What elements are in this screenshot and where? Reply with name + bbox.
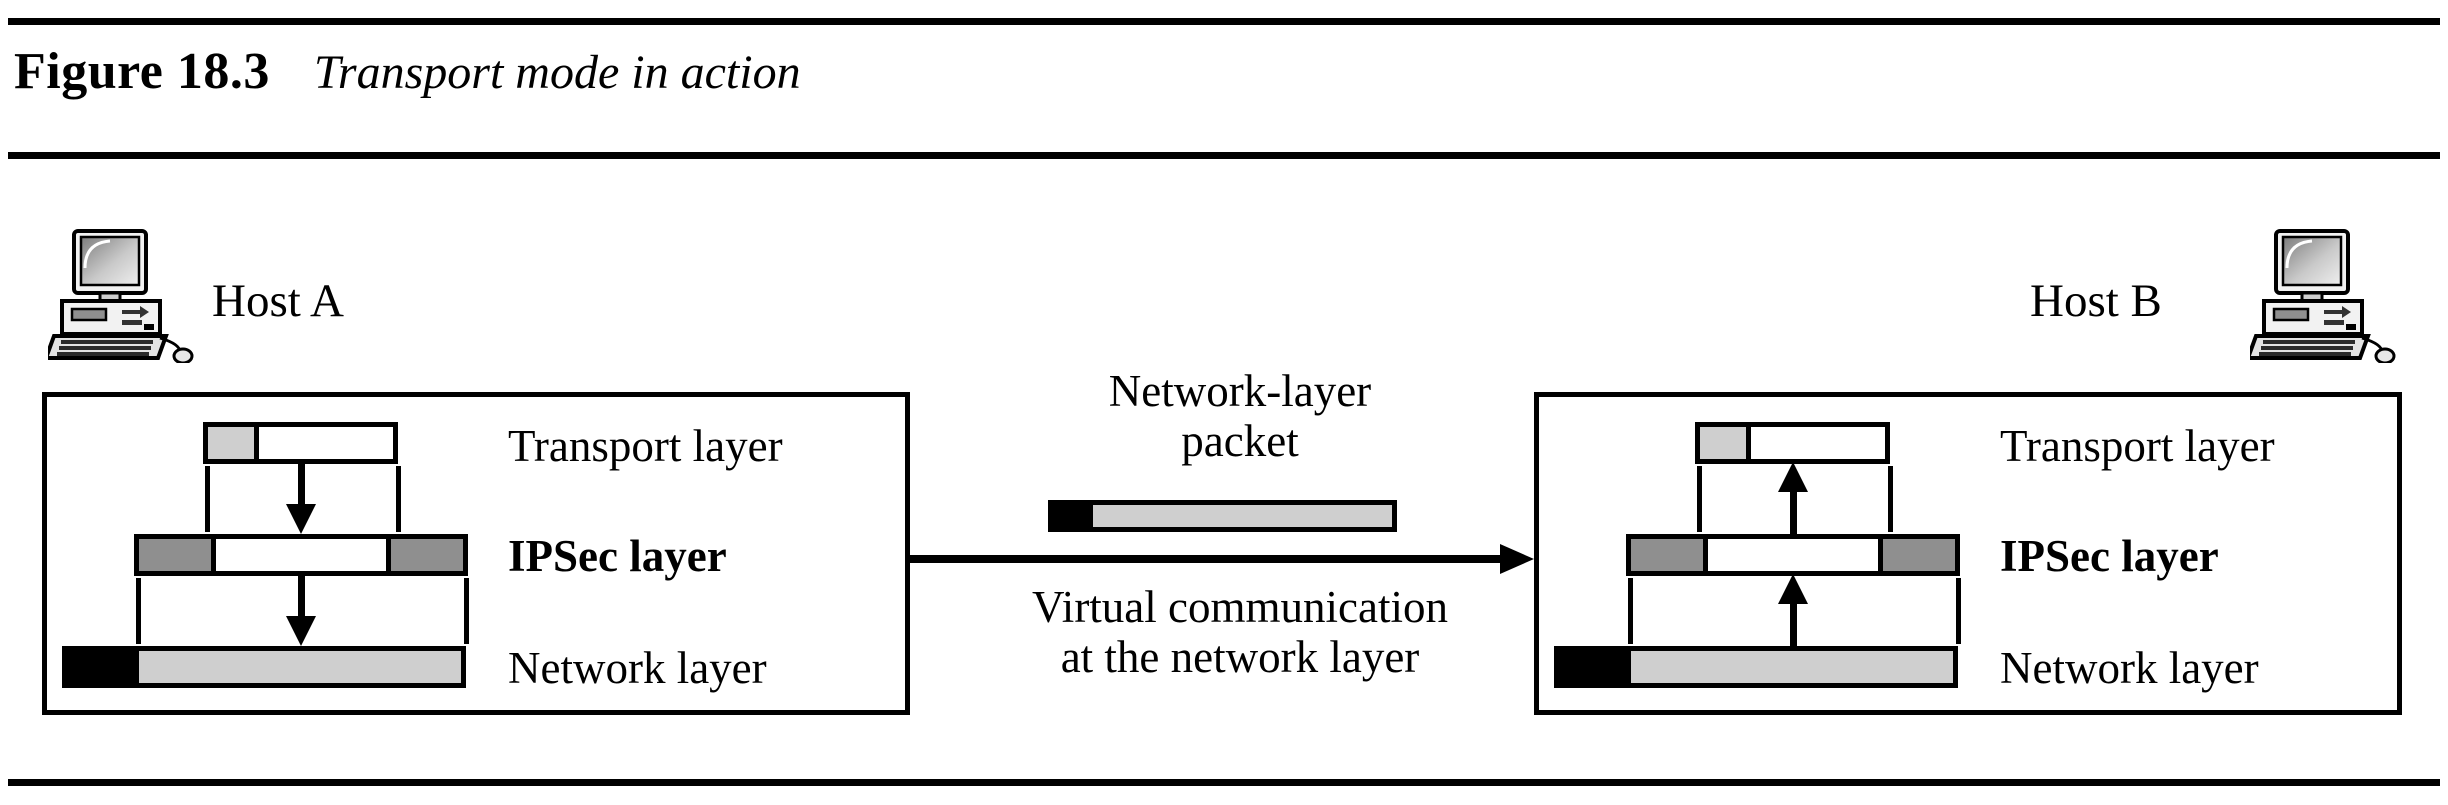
- virtual-communication-arrow-icon: [908, 544, 1534, 574]
- host-a-network-packet: [62, 646, 466, 688]
- network-payload-segment: [139, 651, 461, 683]
- host-a-tick-transport-right: [396, 466, 401, 532]
- host-b-label: Host B: [2030, 275, 2162, 327]
- transport-header-segment: [208, 427, 259, 459]
- host-b-arrow-network-to-ipsec: [1778, 574, 1808, 646]
- transport-payload-segment: [259, 427, 393, 459]
- network-ip-header-segment: [67, 651, 139, 683]
- top-rule: [8, 18, 2440, 25]
- host-b-tick-transport-right: [1888, 466, 1893, 532]
- ipsec-header-segment: [1631, 539, 1708, 571]
- host-b-arrow-ipsec-to-transport: [1778, 462, 1808, 534]
- host-b-tick-ipsec-right: [1956, 578, 1961, 644]
- network-layer-packet-caption-line2: packet: [1181, 416, 1299, 467]
- network-payload-segment: [1631, 651, 1953, 683]
- host-a-transport-packet: [203, 422, 398, 464]
- caption-underline-rule: [8, 152, 2440, 159]
- host-a-layer-label-ipsec: IPSec layer: [508, 531, 727, 581]
- host-b-network-packet: [1554, 646, 1958, 688]
- host-b-tick-transport-left: [1697, 466, 1702, 532]
- host-b-layer-label-network: Network layer: [2000, 643, 2259, 693]
- host-a-computer-icon: [43, 228, 198, 365]
- host-a-layer-label-transport: Transport layer: [508, 421, 783, 471]
- host-a-tick-transport-left: [205, 466, 210, 532]
- ipsec-trailer-segment: [386, 539, 463, 571]
- host-a-arrow-ipsec-to-network: [286, 574, 316, 646]
- network-ip-header-segment: [1559, 651, 1631, 683]
- host-a-tick-ipsec-left: [136, 578, 141, 644]
- network-layer-packet-caption-line1: Network-layer: [1108, 366, 1372, 416]
- network-layer-packet: [1048, 500, 1397, 532]
- figure-title: Transport mode in action: [313, 46, 801, 99]
- figure-number: Figure 18.3: [14, 43, 270, 100]
- ipsec-header-segment: [139, 539, 216, 571]
- host-b-tick-ipsec-left: [1628, 578, 1633, 644]
- host-a-layer-label-network: Network layer: [508, 643, 767, 693]
- transport-payload-segment: [1751, 427, 1885, 459]
- host-a-arrow-transport-to-ipsec: [286, 462, 316, 534]
- host-b-transport-packet: [1695, 422, 1890, 464]
- ipsec-payload-segment: [216, 539, 386, 571]
- host-b-ipsec-packet: [1626, 534, 1960, 576]
- packet-payload-segment: [1093, 505, 1392, 527]
- host-a-tick-ipsec-right: [464, 578, 469, 644]
- ipsec-payload-segment: [1708, 539, 1878, 571]
- host-a-label: Host A: [212, 275, 344, 327]
- host-a-ipsec-packet: [134, 534, 468, 576]
- packet-ip-header-segment: [1053, 505, 1093, 527]
- host-b-layer-label-ipsec: IPSec layer: [2000, 531, 2219, 581]
- figure-caption-block: Figure 18.3 Transport mode in action: [14, 42, 801, 112]
- transport-header-segment: [1700, 427, 1751, 459]
- host-b-computer-icon: [2245, 228, 2400, 365]
- virtual-communication-caption: Virtual communication at the network lay…: [960, 582, 1520, 683]
- virtual-communication-caption-line1: Virtual communication: [1032, 582, 1448, 632]
- network-layer-packet-caption: Network-layer packet: [960, 366, 1520, 467]
- host-b-layer-label-transport: Transport layer: [2000, 421, 2275, 471]
- bottom-rule: [8, 779, 2440, 786]
- virtual-communication-caption-line2: at the network layer: [1060, 632, 1420, 683]
- ipsec-trailer-segment: [1878, 539, 1955, 571]
